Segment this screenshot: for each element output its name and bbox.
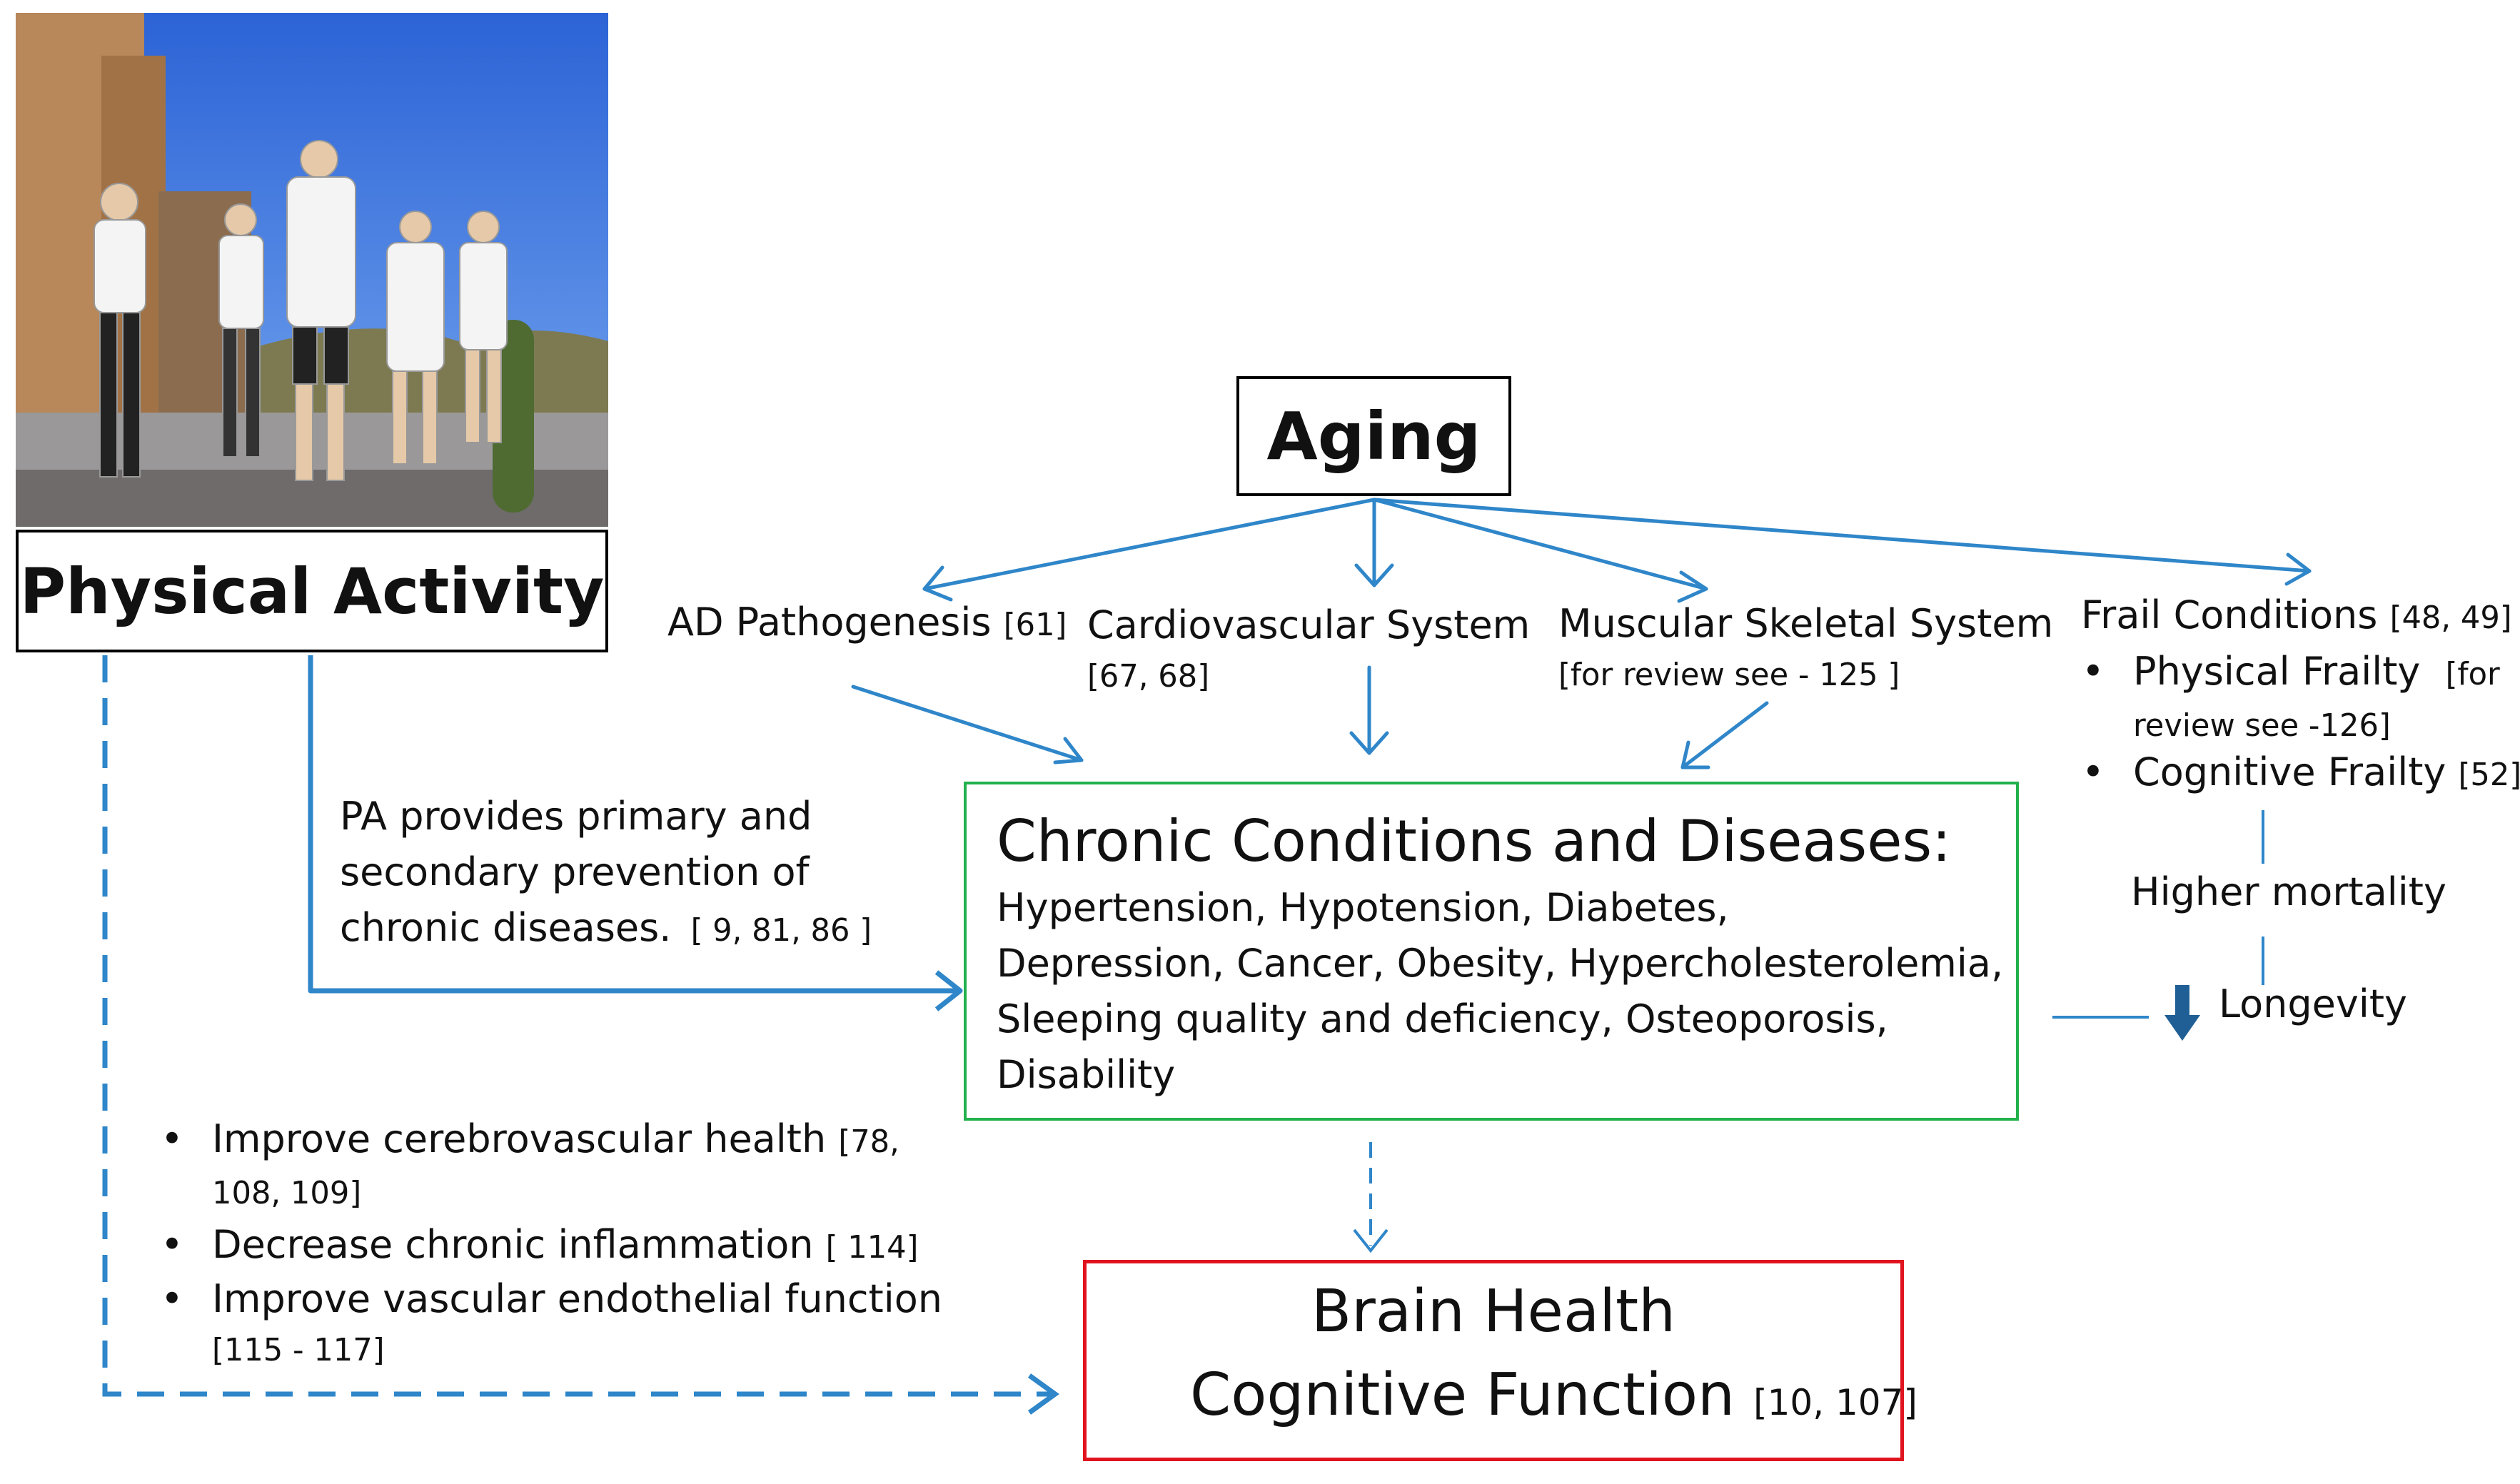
pa-benefits-list: • Improve cerebrovascular health [78, 10…	[161, 1114, 942, 1376]
cognitive-function-line: Cognitive Function [10, 107]	[1190, 1361, 1917, 1429]
aging-arrows	[922, 498, 2312, 603]
physical-activity-photo	[16, 13, 608, 527]
ad-pathogenesis-label: AD Pathogenesis [61]	[667, 600, 1067, 645]
cognitive-frailty-item: • Cognitive Frailty [52]	[2082, 749, 2520, 794]
pa-to-chronic-arrow	[308, 655, 963, 1011]
brain-health-box: Brain Health Cognitive Function [10, 107…	[1083, 1260, 1917, 1461]
aging-label: Aging	[1266, 398, 1481, 475]
benefit-item-cerebrovascular: • Improve cerebrovascular health [78, 10…	[161, 1114, 942, 1219]
pa-to-brain-arrowhead	[1027, 1373, 1059, 1415]
frail-conditions-label: Frail Conditions [48, 49]	[2081, 592, 2512, 637]
cardiovascular-label: Cardiovascular System [67, 68]	[1087, 602, 1531, 695]
chronic-conditions-list: Hypertension, Hypotension, Diabetes, Dep…	[997, 885, 2004, 1097]
chronic-conditions-box: Chronic Conditions and Diseases: Hyperte…	[964, 782, 2019, 1121]
bullet-dot: •	[2082, 749, 2105, 794]
frail-connectors	[2052, 810, 2264, 1019]
physical-activity-box: Physical Activity	[16, 530, 608, 652]
bullet-dot: •	[161, 1222, 183, 1267]
physical-activity-label: Physical Activity	[19, 554, 605, 628]
aging-box: Aging	[1236, 376, 1511, 496]
benefit-item-inflammation: • Decrease chronic inflammation [ 114]	[161, 1219, 942, 1273]
physical-frailty-item: • Physical Frailty [for review see -126]	[2082, 646, 2500, 752]
pa-prevention-text: PA provides primary and secondary preven…	[340, 794, 872, 950]
branch-to-chronic-arrows	[851, 665, 1769, 769]
bullet-dot: •	[161, 1116, 183, 1161]
longevity-down-arrow	[2164, 985, 2200, 1041]
chronic-to-brain-dashed-arrow	[1353, 1142, 1388, 1253]
bullet-dot: •	[2082, 649, 2105, 694]
bullet-dot: •	[161, 1276, 183, 1321]
longevity-label: Longevity	[2219, 981, 2407, 1026]
higher-mortality-label: Higher mortality	[2131, 869, 2446, 914]
muscular-skeletal-label: Muscular Skeletal System [for review see…	[1558, 601, 2054, 693]
benefit-item-endothelial: • Improve vascular endothelial function …	[161, 1273, 942, 1376]
chronic-conditions-title: Chronic Conditions and Diseases:	[997, 808, 1952, 874]
brain-health-title: Brain Health	[1311, 1278, 1676, 1346]
pa-to-brain-dashed-arrow	[102, 655, 1053, 1397]
